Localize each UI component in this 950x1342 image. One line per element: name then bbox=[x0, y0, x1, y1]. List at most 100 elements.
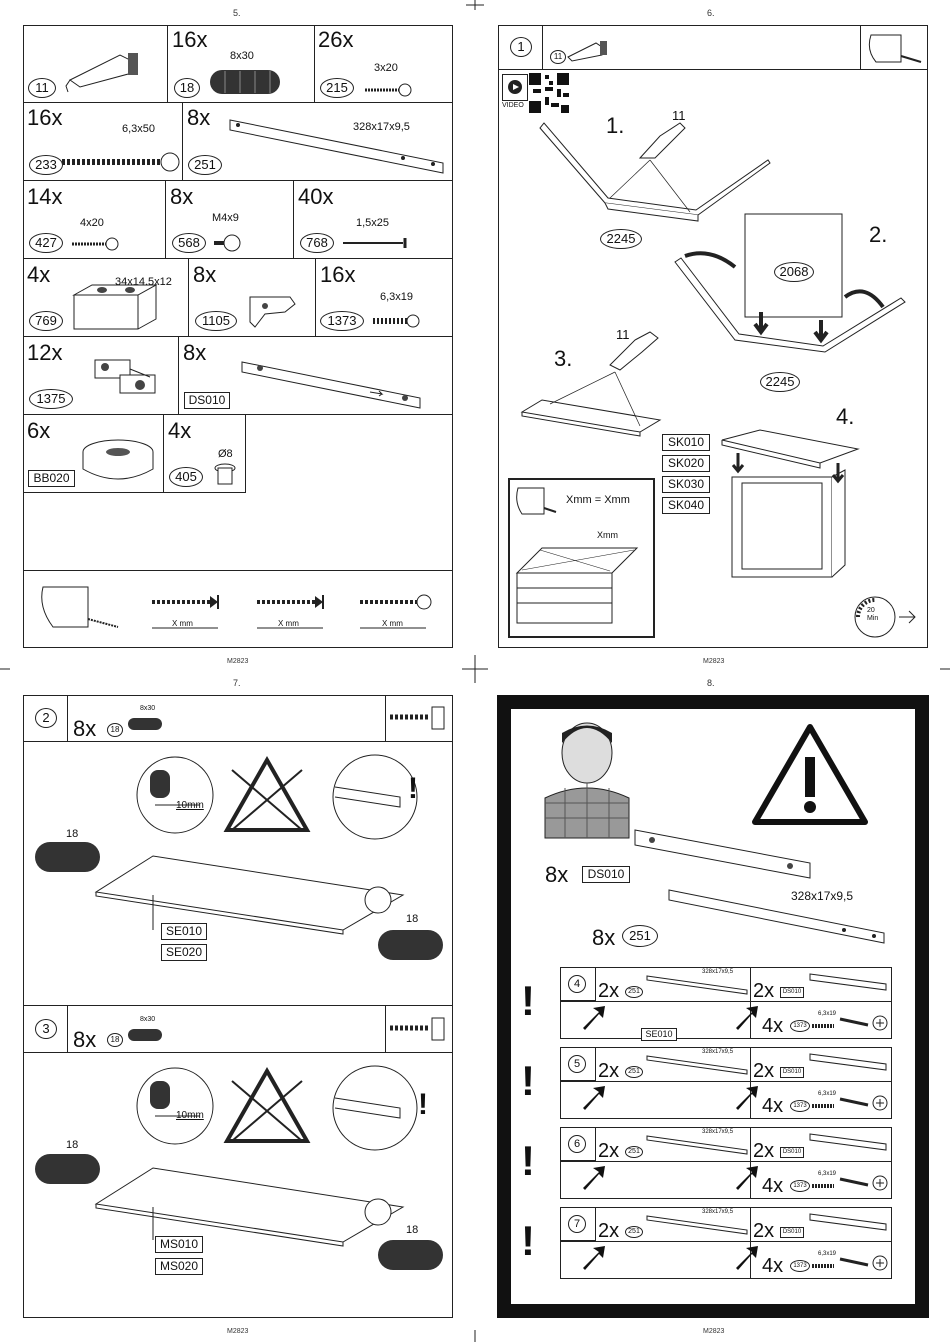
part-id-1373: 1373 bbox=[320, 311, 364, 331]
part-dim: 328x17x9,5 bbox=[353, 121, 410, 133]
part-id-2245: 2245 bbox=[600, 229, 642, 249]
model-code: M2823 bbox=[703, 658, 725, 665]
part-id-1105: 1105 bbox=[195, 311, 237, 331]
step-number-cell bbox=[560, 1047, 596, 1081]
part-id-251: 251 bbox=[625, 1066, 643, 1078]
part-id-1373: 1373 bbox=[790, 1020, 810, 1032]
no-glue-warning-icon bbox=[223, 1066, 311, 1143]
label-DS010: DS010 bbox=[780, 1067, 804, 1078]
part-id-DS010: DS010 bbox=[184, 392, 230, 409]
label-SK010: SK010 bbox=[662, 434, 710, 451]
part-qty: 8x bbox=[183, 340, 207, 365]
divider bbox=[750, 1207, 751, 1279]
part-id-18: 18 bbox=[107, 723, 123, 737]
model-code: M2823 bbox=[703, 1328, 725, 1335]
time-clock-icon bbox=[854, 596, 916, 638]
part-dim: 3x20 bbox=[374, 62, 398, 74]
substep-1: 1. bbox=[606, 113, 625, 138]
time-unit: Min bbox=[867, 615, 879, 622]
frame-assembly-1 bbox=[539, 122, 771, 222]
measure-label: X mm bbox=[382, 619, 403, 628]
part-dim: 328x17x9,5 bbox=[702, 1129, 734, 1135]
cabinet-assembly bbox=[721, 429, 860, 578]
part-cell bbox=[316, 259, 453, 337]
part-id-1373: 1373 bbox=[790, 1260, 810, 1272]
dowel-depth: 10mm bbox=[176, 800, 204, 811]
hammer-icon bbox=[390, 1017, 445, 1041]
step-number: 3 bbox=[35, 1019, 57, 1039]
edge-detail-circle bbox=[332, 1065, 418, 1151]
part-cell bbox=[189, 259, 316, 337]
step-header bbox=[498, 25, 928, 70]
screwdriver-icon bbox=[839, 1095, 888, 1111]
board-dowel-diagram bbox=[35, 842, 443, 960]
part-dim: Ø8 bbox=[218, 448, 233, 460]
page-number-6: 6. bbox=[707, 8, 715, 18]
arrow-icon bbox=[736, 1006, 758, 1030]
qr-code-icon[interactable] bbox=[529, 73, 569, 113]
screwdriver-icon bbox=[839, 1015, 888, 1031]
part-qty: 8x bbox=[193, 262, 217, 287]
part-id-251: 251 bbox=[625, 1146, 643, 1158]
qty-DS010: 8x bbox=[545, 862, 569, 887]
rail-icon bbox=[646, 975, 748, 995]
video-play-icon[interactable] bbox=[502, 74, 528, 101]
screw-icon bbox=[62, 152, 180, 172]
rail-icon bbox=[229, 119, 444, 174]
clamp-icon bbox=[868, 34, 922, 63]
block-icon bbox=[72, 284, 158, 330]
dowel-depth-detail bbox=[136, 1067, 214, 1145]
part-dim: 328x17x9,5 bbox=[702, 1049, 734, 1055]
glue-tube-icon bbox=[65, 53, 138, 93]
page-number-8: 8. bbox=[707, 678, 715, 688]
part-id-251: 251 bbox=[622, 925, 658, 947]
substep-4: 4. bbox=[836, 404, 855, 429]
part-dim: 8x30 bbox=[230, 50, 254, 62]
part-cell bbox=[166, 181, 294, 259]
model-code: M2823 bbox=[227, 658, 249, 665]
qty: 2x bbox=[598, 980, 620, 1002]
part-id-215: 215 bbox=[320, 78, 354, 98]
qty: 2x bbox=[753, 980, 775, 1002]
part-id-568: 568 bbox=[172, 233, 206, 253]
dowel-label: 18 bbox=[66, 828, 79, 840]
rail-icon bbox=[646, 1215, 748, 1235]
step-number: 5 bbox=[568, 1055, 586, 1073]
part-cell bbox=[23, 415, 164, 493]
divider bbox=[560, 1161, 892, 1162]
part-id-11: 11 bbox=[28, 78, 56, 98]
dowel-label: 18 bbox=[66, 1139, 79, 1151]
exclamation-icon: ! bbox=[418, 1088, 428, 1121]
part-dim: 6,3x50 bbox=[122, 123, 156, 135]
glue-id: 11 bbox=[550, 50, 566, 64]
step-header bbox=[23, 695, 453, 742]
part-qty: 6x bbox=[27, 418, 51, 443]
step-number: 7 bbox=[568, 1215, 586, 1233]
arrow-icon bbox=[583, 1246, 605, 1270]
nail-icon bbox=[343, 238, 407, 248]
qty-251: 8x bbox=[592, 925, 616, 950]
divider bbox=[560, 1241, 892, 1242]
divider bbox=[385, 1006, 386, 1053]
divider bbox=[750, 1127, 751, 1199]
part-dim: 1,5x25 bbox=[356, 217, 390, 229]
step-header bbox=[23, 1006, 453, 1053]
screw-icon bbox=[360, 594, 432, 629]
qty: 4x bbox=[762, 1175, 784, 1197]
measure-label: X mm bbox=[172, 619, 193, 628]
part-qty: 8x bbox=[187, 105, 211, 130]
page-number-5: 5. bbox=[233, 8, 241, 18]
cap-icon bbox=[214, 463, 236, 485]
dowel-depth: 10mm bbox=[176, 1110, 204, 1121]
exclamation-icon: ! bbox=[521, 977, 535, 1024]
board-dowel-diagram bbox=[35, 1154, 443, 1270]
divider bbox=[560, 1081, 892, 1082]
part-qty: 16x bbox=[172, 27, 208, 52]
edge-detail-circle bbox=[332, 754, 418, 840]
shelf-support-icon bbox=[249, 296, 296, 328]
qty: 4x bbox=[762, 1255, 784, 1277]
screw-icon bbox=[214, 234, 241, 252]
arrow-icon bbox=[736, 1246, 758, 1270]
qty: 2x bbox=[598, 1220, 620, 1242]
part-qty: 40x bbox=[298, 184, 334, 209]
